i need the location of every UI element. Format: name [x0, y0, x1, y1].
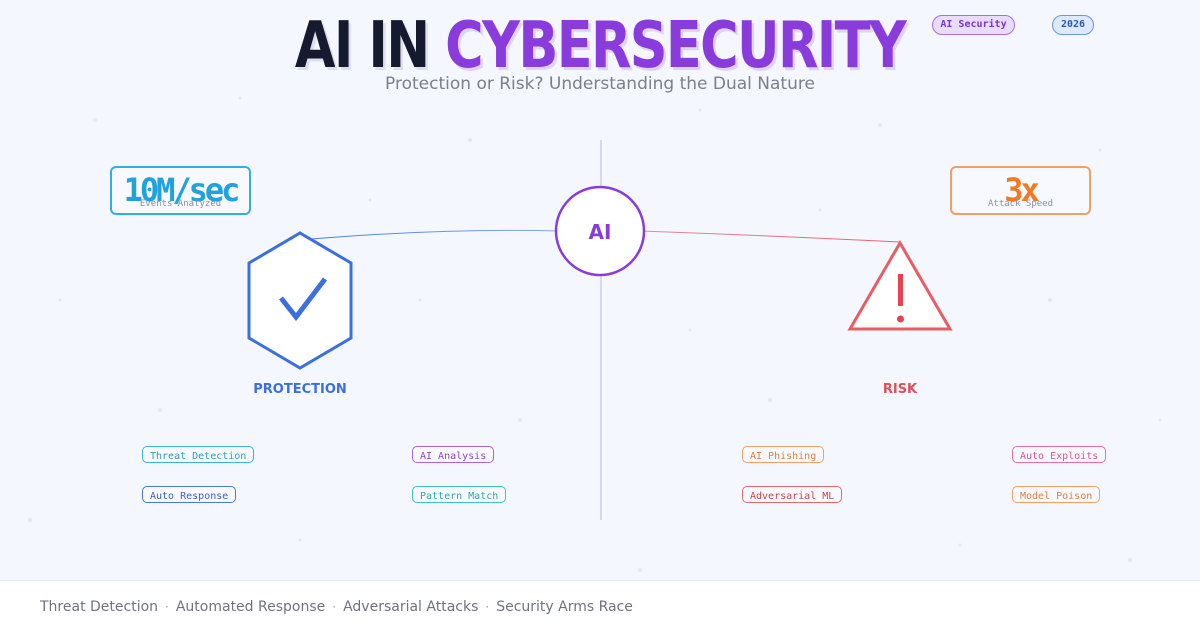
- shield-check-icon: [247, 231, 353, 370]
- footer-bar: Threat Detection · Automated Response · Adve…: [0, 580, 1200, 630]
- footer-item: Security Arms Race: [496, 599, 633, 615]
- stat-card-attack-speed: 3x Attack Speed: [950, 166, 1091, 215]
- footer-separator: ·: [332, 600, 337, 614]
- title-dark-part: AI IN: [294, 9, 430, 83]
- tag-auto-exploits: Auto Exploits: [1012, 446, 1107, 463]
- tag-pattern-match: Pattern Match: [412, 486, 507, 503]
- footer-item: Threat Detection: [40, 599, 159, 615]
- center-divider: [600, 140, 602, 520]
- tag-adversarial-ml: Adversarial ML: [742, 486, 843, 503]
- footer-item: Automated Response: [175, 599, 326, 615]
- stat-attack-value: 3x: [1004, 171, 1040, 209]
- stat-attack-caption: Attack Speed: [987, 199, 1054, 209]
- tag-ai-phishing: AI Phishing: [742, 446, 825, 463]
- topic-badge: AI Security: [932, 15, 1015, 35]
- stat-events-caption: Events Analyzed: [139, 199, 222, 209]
- tag-threat-detection: Threat Detection: [142, 446, 255, 463]
- warning-triangle-icon: [847, 240, 953, 331]
- title-accent-part: CYBERSECURITY: [445, 9, 907, 83]
- footer-item: Adversarial Attacks: [343, 599, 479, 615]
- stat-events-value: 10M/sec: [123, 171, 241, 209]
- stat-card-events: 10M/sec Events Analyzed: [110, 166, 251, 215]
- protection-label: PROTECTION: [253, 382, 347, 397]
- tag-ai-analysis: AI Analysis: [412, 446, 495, 463]
- page-subtitle: Protection or Risk? Understanding the Du…: [385, 74, 815, 94]
- footer-topics: Threat Detection · Automated Response · Adve…: [40, 599, 633, 615]
- footer-separator: ·: [165, 600, 169, 614]
- risk-label: RISK: [882, 382, 918, 397]
- ai-core-label: AI: [589, 220, 612, 244]
- year-badge: 2026: [1052, 15, 1094, 35]
- beam-left: [299, 229, 561, 241]
- tag-auto-response: Auto Response: [142, 486, 237, 503]
- page-title: AI IN CYBERSECURITY: [108, 10, 1092, 82]
- ai-core-circle: AI: [554, 185, 646, 277]
- footer-separator: ·: [485, 600, 490, 614]
- beam-right: [639, 230, 901, 243]
- tag-model-poison: Model Poison: [1012, 486, 1101, 503]
